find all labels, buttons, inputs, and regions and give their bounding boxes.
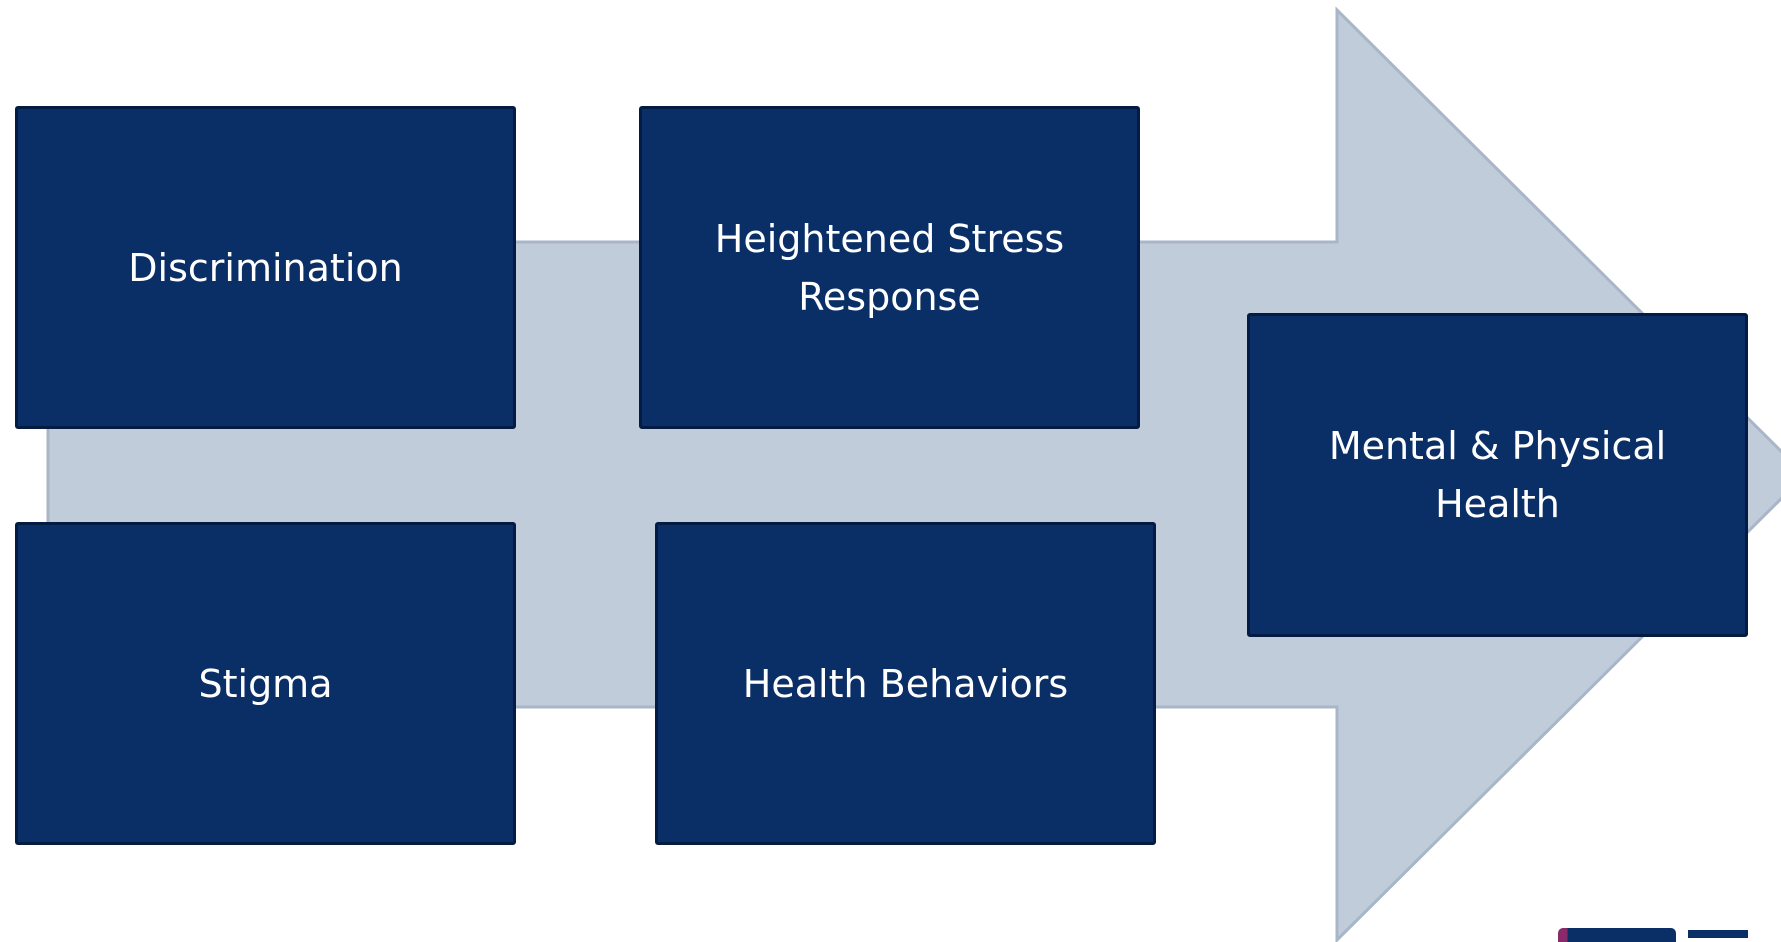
logo-mark bbox=[1558, 928, 1676, 942]
box-label-stress-line2: Response bbox=[798, 274, 981, 319]
box-health-behaviors: Health Behaviors bbox=[655, 522, 1156, 845]
box-label-health-line2: Health bbox=[1435, 482, 1560, 526]
box-label-stigma: Stigma bbox=[198, 661, 333, 706]
box-text-stress: Heightened Stress Response bbox=[715, 210, 1064, 326]
box-heightened-stress-response: Heightened Stress Response bbox=[639, 106, 1140, 429]
box-mental-physical-health: Mental & Physical Health bbox=[1247, 313, 1748, 637]
box-label-discrimination: Discrimination bbox=[128, 245, 403, 290]
institution-logo-icon bbox=[1558, 926, 1781, 942]
box-label-health-line1: Mental & Physical bbox=[1328, 424, 1667, 468]
logo-wordmark-fragment bbox=[1688, 930, 1748, 942]
box-text-health: Mental & Physical Health bbox=[1329, 417, 1666, 533]
box-discrimination: Discrimination bbox=[15, 106, 516, 429]
box-label-behaviors: Health Behaviors bbox=[742, 661, 1069, 706]
box-label-stress-line1: Heightened Stress bbox=[714, 216, 1065, 261]
box-stigma: Stigma bbox=[15, 522, 516, 845]
